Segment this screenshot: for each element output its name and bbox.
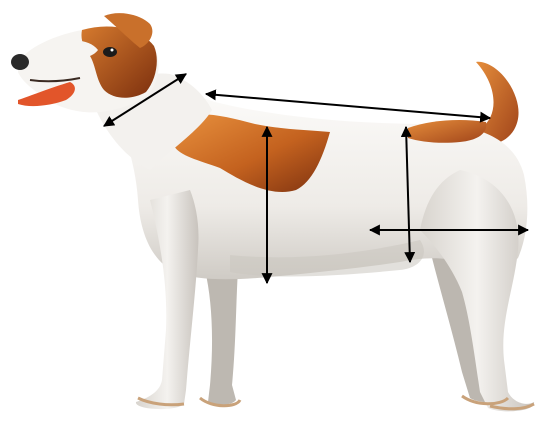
eye [103,47,117,57]
far-front-leg [205,270,238,405]
nose [11,54,29,70]
dog-head [11,13,159,112]
